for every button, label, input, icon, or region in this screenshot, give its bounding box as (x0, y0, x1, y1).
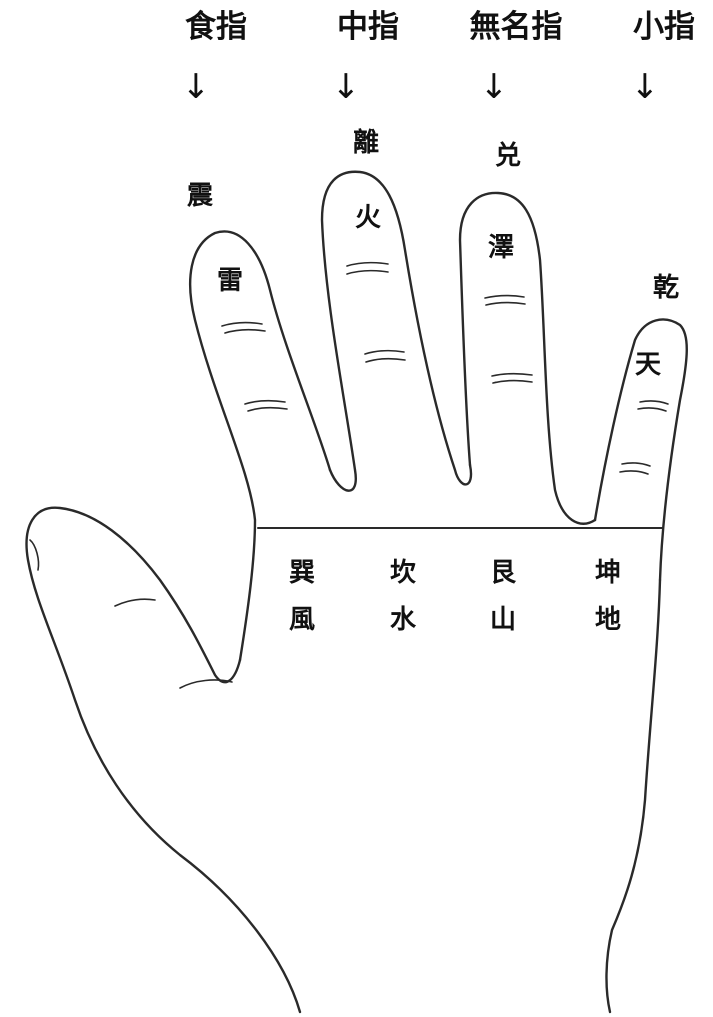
trigram-zhen: 震 (186, 181, 214, 211)
arrow-down-icon: ↓ (181, 67, 211, 107)
finger-creases (29, 261, 669, 689)
trigram-li: 離 (352, 128, 380, 158)
thumb-outline (25, 506, 302, 1014)
trigram-qian: 乾 (652, 273, 680, 303)
element-heaven: 天 (634, 350, 662, 380)
arrow-down-icon: ↓ (331, 67, 361, 107)
element-wind: 風 (288, 605, 316, 635)
element-fire: 火 (354, 203, 382, 233)
trigram-xun: 巽 (288, 558, 316, 588)
element-water: 水 (389, 605, 417, 635)
trigram-kun: 坤 (594, 558, 622, 588)
element-mountain: 山 (489, 605, 517, 635)
palm-right-outline (605, 578, 662, 1014)
finger-label-little: 小指 (633, 9, 695, 45)
ring-finger-outline (458, 191, 597, 525)
little-finger-outline (593, 318, 688, 582)
arrow-down-icon: ↓ (479, 67, 509, 107)
finger-label-middle: 中指 (337, 9, 399, 45)
element-earth: 地 (594, 605, 622, 635)
trigram-dui: 兑 (494, 141, 522, 171)
element-thunder: 雷 (216, 266, 244, 296)
trigram-kan: 坎 (389, 558, 417, 588)
trigram-gen: 艮 (489, 558, 517, 588)
arrow-down-icon: ↓ (630, 67, 660, 107)
finger-label-index: 食指 (185, 9, 247, 45)
element-marsh: 澤 (487, 233, 515, 263)
middle-finger-outline (320, 170, 473, 492)
finger-label-ring: 無名指 (469, 9, 563, 45)
index-finger-outline (189, 230, 332, 662)
